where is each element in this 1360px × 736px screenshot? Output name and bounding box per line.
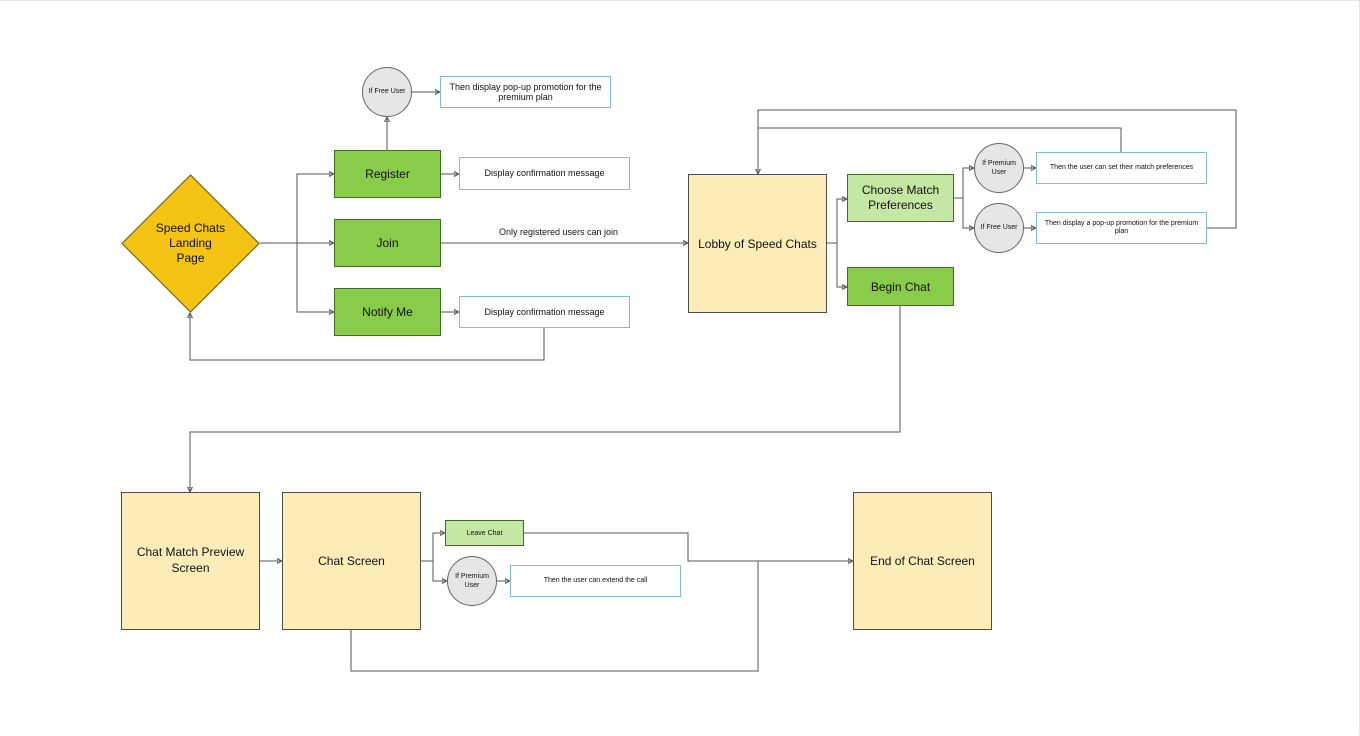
join-node[interactable]: Join (334, 219, 441, 267)
notify-me-node[interactable]: Notify Me (334, 288, 441, 336)
promo-note-top-text: Then display pop-up promotion for the pr… (449, 81, 602, 102)
promo-note-top[interactable]: Then display pop-up promotion for the pr… (440, 76, 611, 108)
if-free-user-condition-lobby[interactable]: If Free User (974, 203, 1024, 253)
edge-lobby-to-begin-chat (836, 243, 847, 287)
edge-chat-to-if-premium (432, 561, 447, 581)
promo-note-lobby[interactable]: Then display a pop-up promotion for the … (1036, 212, 1207, 244)
register-label: Register (365, 167, 410, 181)
edge-lobby-to-choose-match (826, 199, 847, 244)
premium-preferences-text: Then the user can set their match prefer… (1049, 163, 1194, 171)
if-premium-user-condition-chat[interactable]: If Premium User (447, 556, 497, 606)
join-label: Join (376, 236, 399, 250)
edge-landing-to-register (260, 174, 334, 244)
begin-chat-label: Begin Chat (870, 279, 931, 294)
premium-preferences-note[interactable]: Then the user can set their match prefer… (1036, 152, 1207, 184)
chat-screen-node[interactable]: Chat Screen (282, 492, 421, 630)
lobby-node[interactable]: Lobby of Speed Chats (688, 174, 827, 313)
lobby-label: Lobby of Speed Chats (698, 236, 817, 251)
landing-page-label: Speed Chats Landing Page (155, 221, 226, 265)
chat-match-preview-label: Chat Match Preview Screen (136, 545, 245, 575)
diamond-shape (121, 174, 260, 313)
chat-screen-label: Chat Screen (318, 554, 385, 568)
if-premium-user-condition-lobby[interactable]: If Premium User (974, 143, 1024, 193)
edge-leave-to-end (523, 532, 853, 561)
edge-preferences-back-to-lobby (758, 127, 1122, 174)
edge-notify-confirmation-back-to-landing (190, 313, 545, 361)
register-node[interactable]: Register (334, 150, 441, 198)
register-confirmation-text: Display confirmation message (484, 168, 605, 179)
if-free-user-label-lobby: If Free User (980, 224, 1018, 232)
end-of-chat-label: End of Chat Screen (870, 554, 975, 568)
if-free-user-condition-top[interactable]: If Free User (362, 67, 412, 117)
promo-note-lobby-text: Then display a pop-up promotion for the … (1044, 219, 1199, 235)
edge-choose-to-if-premium (953, 168, 974, 199)
landing-page-decision[interactable]: Speed Chats Landing Page (121, 174, 260, 313)
edge-promo-back-to-lobby (757, 109, 1237, 229)
if-free-user-label-top: If Free User (368, 88, 406, 96)
choose-match-node[interactable]: Choose Match Preferences (847, 174, 954, 222)
notify-confirmation-text: Display confirmation message (484, 306, 605, 317)
if-premium-user-label-chat: If Premium User (455, 572, 489, 589)
register-confirmation-note[interactable]: Display confirmation message (459, 157, 630, 190)
edge-landing-to-notify (296, 243, 334, 312)
edge-chat-to-leave (420, 533, 445, 562)
if-premium-user-label-lobby: If Premium User (982, 159, 1016, 176)
begin-chat-node[interactable]: Begin Chat (847, 267, 954, 306)
notify-confirmation-note[interactable]: Display confirmation message (459, 296, 630, 328)
join-edge-label: Only registered users can join (499, 227, 619, 237)
edge-begin-chat-to-preview (190, 305, 901, 492)
leave-chat-label: Leave Chat (466, 529, 503, 537)
notify-me-label: Notify Me (362, 305, 413, 319)
edge-choose-to-if-free (962, 198, 974, 228)
end-of-chat-node[interactable]: End of Chat Screen (853, 492, 992, 630)
chat-match-preview-node[interactable]: Chat Match Preview Screen (121, 492, 260, 630)
edge-chat-bottom-to-end (350, 561, 759, 672)
extend-call-note[interactable]: Then the user can extend the call (510, 565, 681, 597)
leave-chat-node[interactable]: Leave Chat (445, 520, 524, 546)
choose-match-label: Choose Match Preferences (861, 183, 940, 212)
extend-call-text: Then the user can extend the call (543, 576, 648, 584)
